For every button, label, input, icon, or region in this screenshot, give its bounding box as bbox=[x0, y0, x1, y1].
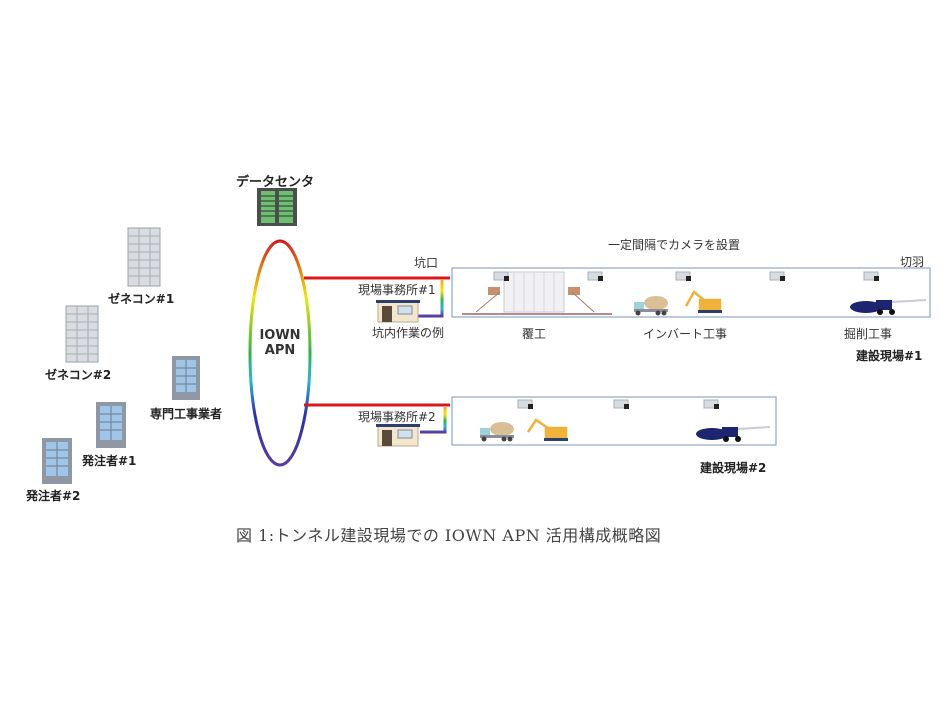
link-office-2 bbox=[420, 407, 447, 434]
example-note: 坑内作業の例 bbox=[372, 326, 445, 340]
lining-formwork-icon bbox=[462, 271, 612, 315]
client-label-zenecon-1: ゼネコン#1 bbox=[108, 292, 175, 306]
drill-jumbo-icon bbox=[850, 299, 927, 315]
tunnel-face-label: 切羽 bbox=[900, 255, 925, 269]
office-building-icon-client-1 bbox=[96, 402, 126, 448]
figure-caption: 図 1:トンネル建設現場での IOWN APN 活用構成概略図 bbox=[236, 526, 662, 545]
iown-apn-ring bbox=[248, 239, 312, 467]
office-tower-icon-2 bbox=[65, 305, 99, 363]
mixer-truck-icon-2 bbox=[480, 422, 514, 442]
excavator-icon bbox=[684, 290, 722, 313]
apn-line-1: IOWN bbox=[259, 328, 301, 343]
site-2-title: 建設現場#2 bbox=[700, 461, 767, 475]
client-label-client-2: 発注者#2 bbox=[26, 489, 81, 503]
site-office-icon-1 bbox=[376, 300, 420, 323]
site-office-icon-2 bbox=[376, 424, 420, 447]
office-tower-icon-1 bbox=[127, 227, 161, 287]
link-office-1 bbox=[418, 280, 444, 318]
client-label-zenecon-2: ゼネコン#2 bbox=[45, 368, 112, 382]
work-label-lining: 覆工 bbox=[522, 327, 547, 341]
camera-icon bbox=[493, 271, 879, 409]
office-building-icon-client-2 bbox=[42, 438, 72, 484]
tunnel-entrance-label: 坑口 bbox=[414, 256, 439, 270]
site-office-1-label: 現場事務所#1 bbox=[358, 283, 436, 297]
excavator-icon-2 bbox=[526, 418, 568, 441]
site1-frame bbox=[451, 267, 931, 318]
drill-jumbo-icon-2 bbox=[696, 426, 771, 442]
site2-frame bbox=[451, 396, 777, 446]
client-label-specialist: 専門工事業者 bbox=[150, 407, 223, 421]
site-1-title: 建設現場#1 bbox=[856, 349, 923, 363]
work-label-invert: インバート工事 bbox=[643, 327, 728, 341]
office-building-icon-specialist bbox=[172, 356, 200, 400]
mixer-truck-icon bbox=[634, 296, 668, 316]
datacenter-label: データセンタ bbox=[236, 175, 315, 190]
work-label-excavation: 掘削工事 bbox=[844, 327, 893, 341]
client-label-client-1: 発注者#1 bbox=[82, 454, 137, 468]
apn-line-2: APN bbox=[264, 343, 296, 358]
iown-apn-label: IOWN APN bbox=[252, 328, 308, 358]
site-office-2-label: 現場事務所#2 bbox=[358, 410, 436, 424]
camera-note: 一定間隔でカメラを設置 bbox=[608, 238, 741, 252]
datacenter-icon bbox=[257, 188, 297, 226]
